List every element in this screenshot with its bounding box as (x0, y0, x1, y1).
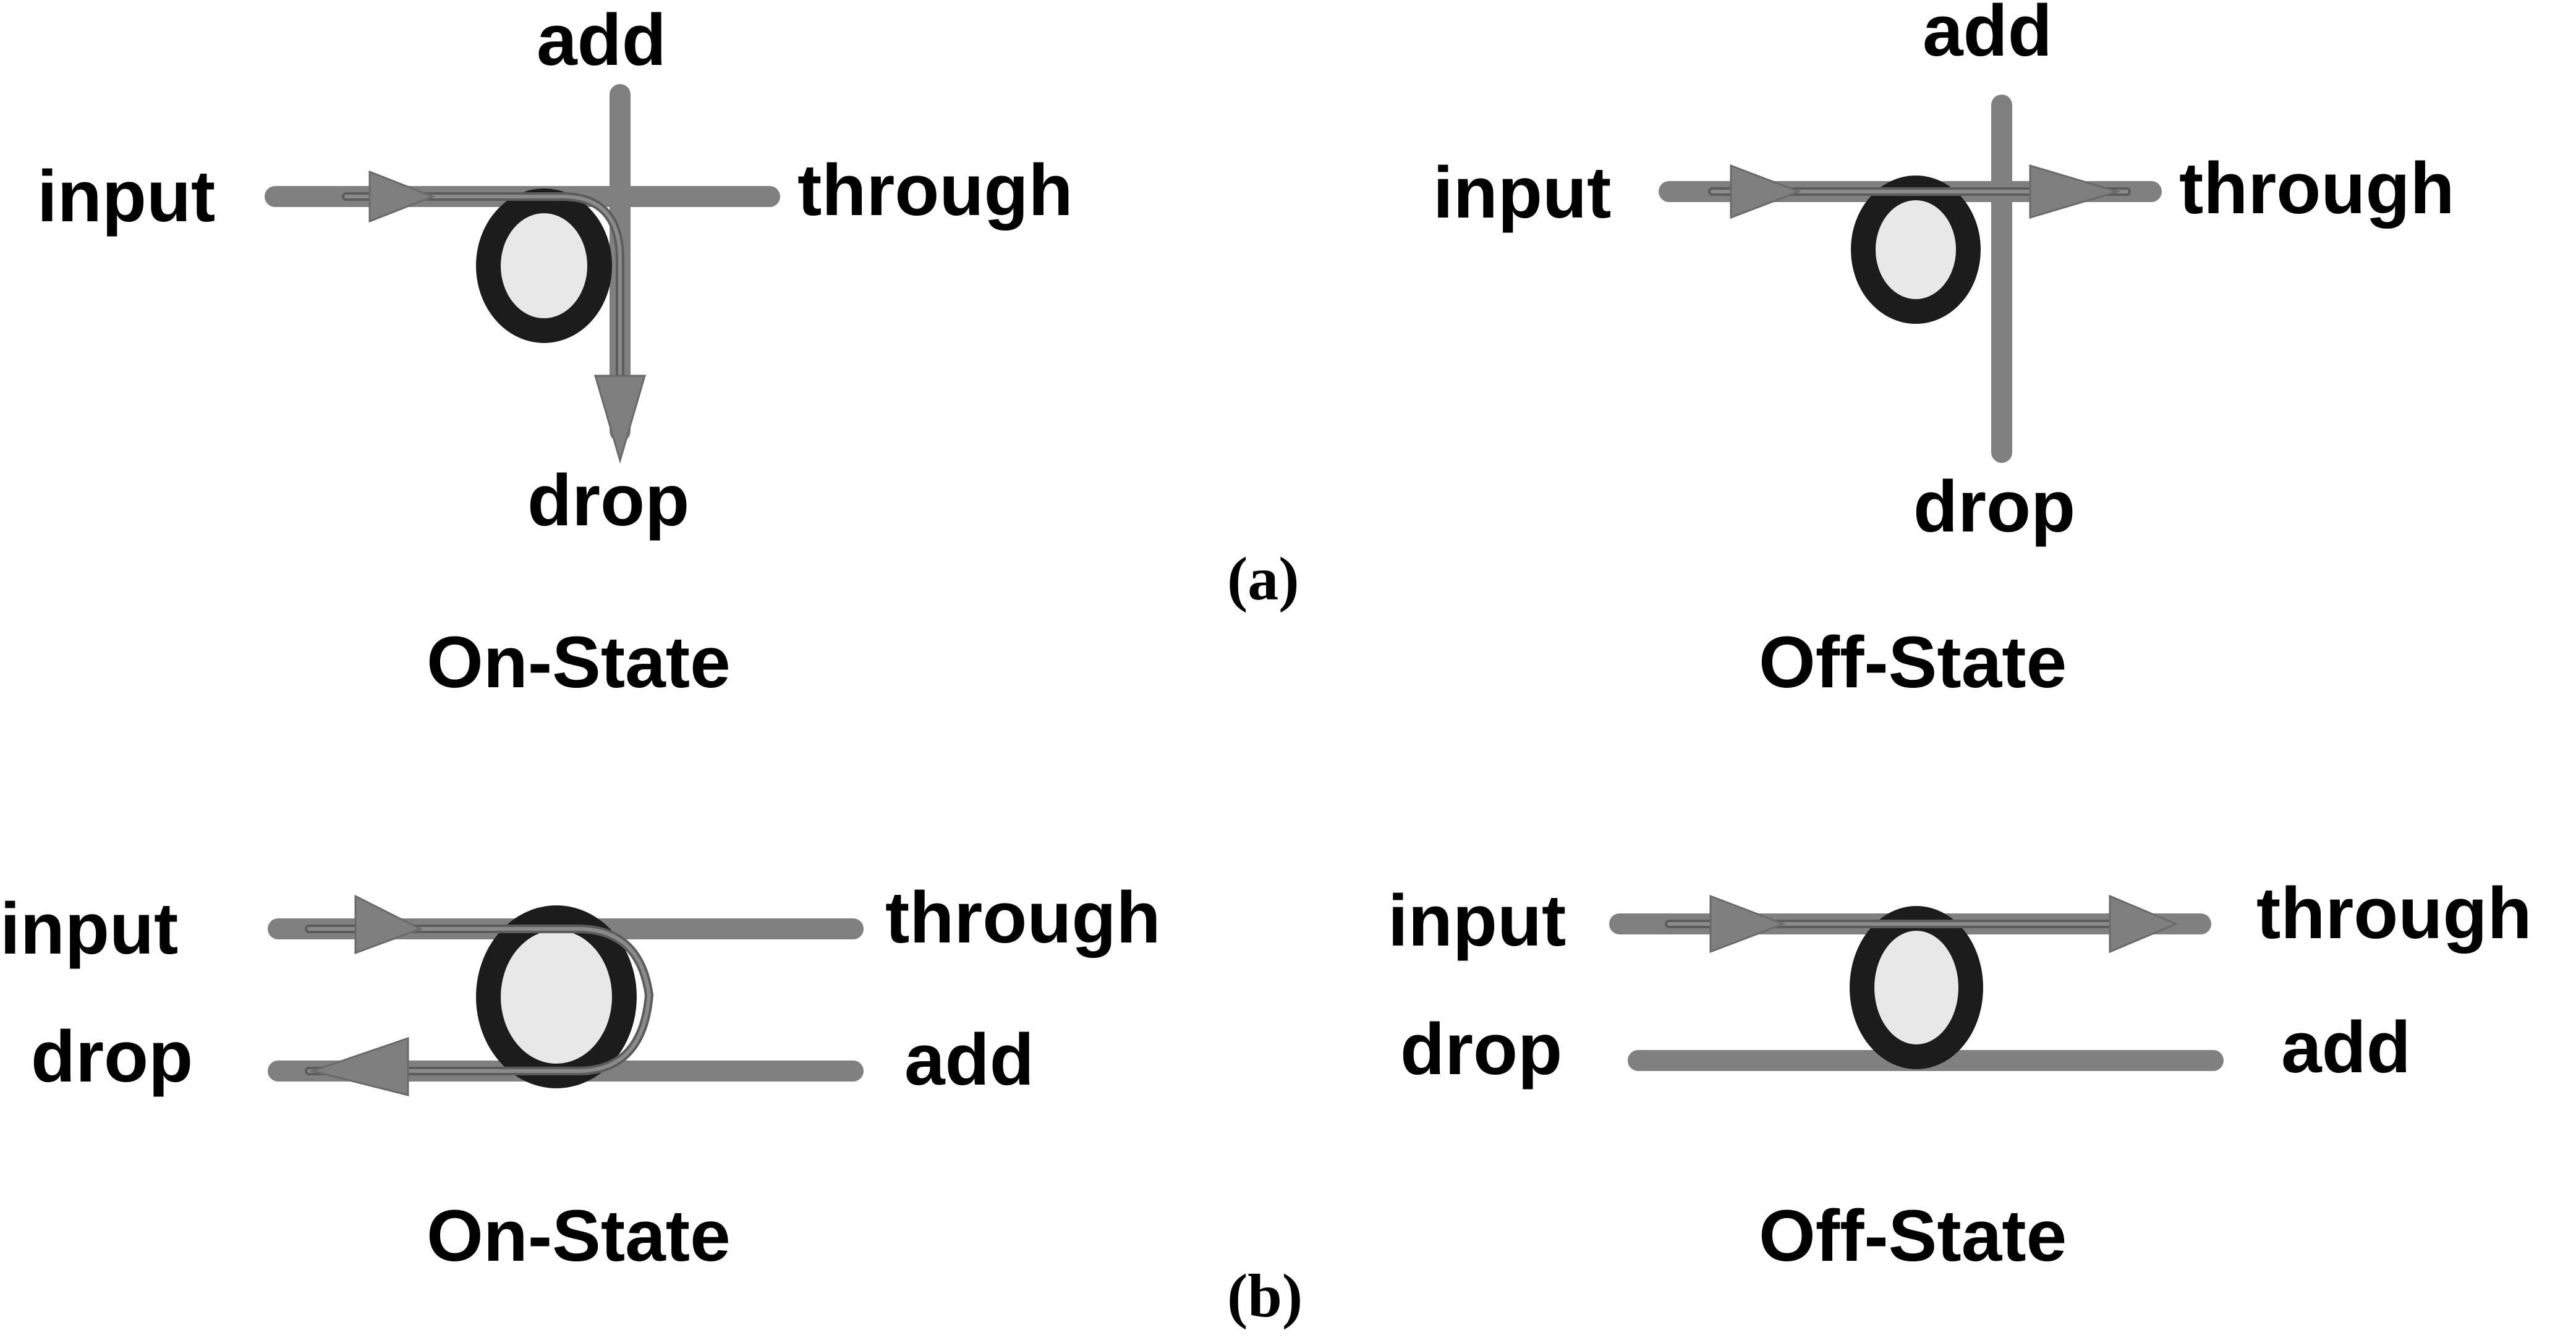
panel-label-a: (a) (1227, 544, 1299, 613)
port-label-through: through (885, 877, 1161, 959)
microring-resonator (1850, 906, 1983, 1069)
port-label-input: input (1388, 880, 1566, 962)
arrow-right-icon (354, 894, 423, 955)
port-label-through: through (797, 150, 1073, 231)
port-label-through: through (2256, 873, 2532, 954)
arrow-right-icon (1730, 164, 1802, 219)
port-label-add: add (537, 0, 666, 81)
signal-path-highlight (307, 927, 652, 1073)
state-caption: On-State (427, 1195, 731, 1277)
arrow-right-icon (2029, 164, 2121, 219)
arrow-right-icon (1709, 894, 1787, 954)
diagram-a-on-state: input through add drop On-State (37, 0, 1073, 703)
microring-resonator (476, 905, 637, 1088)
diagram-b-on-state: input through add drop On-State (0, 877, 1161, 1277)
microring-resonator (1851, 176, 1981, 324)
diagram-b-off-state: input through add drop Off-State (1388, 873, 2532, 1277)
signal-path-highlight (344, 195, 622, 434)
arrow-left-icon (308, 1036, 409, 1096)
port-label-through: through (2179, 148, 2455, 229)
port-label-add: add (904, 1019, 1034, 1101)
state-caption: Off-State (1759, 622, 2067, 703)
microring-resonator (476, 188, 612, 343)
panel-label-b: (b) (1227, 1261, 1303, 1330)
arrow-right-icon (368, 170, 436, 223)
arrow-right-icon (2109, 894, 2179, 954)
port-label-add: add (2281, 1007, 2411, 1088)
arrow-down-icon (593, 375, 647, 464)
port-label-drop: drop (1913, 466, 2075, 548)
port-label-input: input (1433, 152, 1611, 234)
state-caption: Off-State (1759, 1195, 2067, 1277)
port-label-drop: drop (1400, 1009, 1562, 1090)
diagram-a-off-state: input through add drop Off-State (1433, 0, 2455, 703)
port-label-drop: drop (527, 460, 689, 541)
port-label-input: input (37, 156, 215, 237)
port-label-input: input (0, 888, 178, 970)
state-caption: On-State (427, 622, 731, 703)
port-label-drop: drop (31, 1016, 193, 1098)
port-label-add: add (1923, 0, 2052, 72)
